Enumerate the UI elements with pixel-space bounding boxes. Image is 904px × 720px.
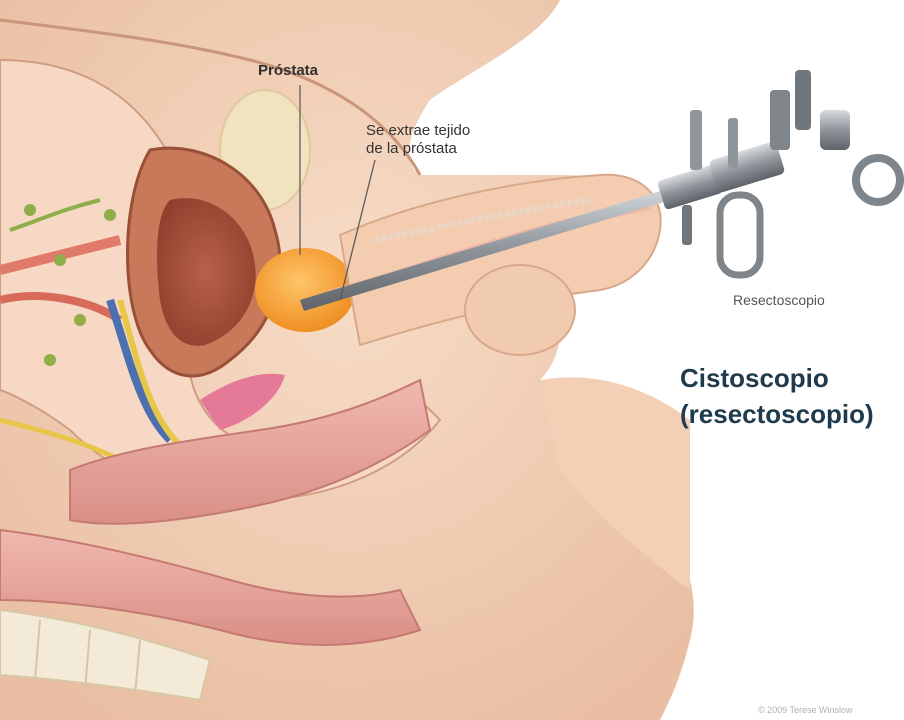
copyright-notice: © 2009 Terese Winslow xyxy=(758,705,853,715)
resectoscope-handle xyxy=(657,70,900,275)
label-resectoscope: Resectoscopio xyxy=(733,292,825,308)
scrotum xyxy=(465,265,575,355)
label-cystoscope-line-1: Cistoscopio xyxy=(680,360,874,396)
label-tissue-line-2: de la próstata xyxy=(366,140,470,158)
label-cystoscope-line-2: (resectoscopio) xyxy=(680,396,874,432)
label-prostate: Próstata xyxy=(258,62,318,79)
label-tissue-line-1: Se extrae tejido xyxy=(366,122,470,140)
label-cystoscope: Cistoscopio (resectoscopio) xyxy=(680,360,874,432)
label-tissue-removed: Se extrae tejido de la próstata xyxy=(366,122,470,158)
